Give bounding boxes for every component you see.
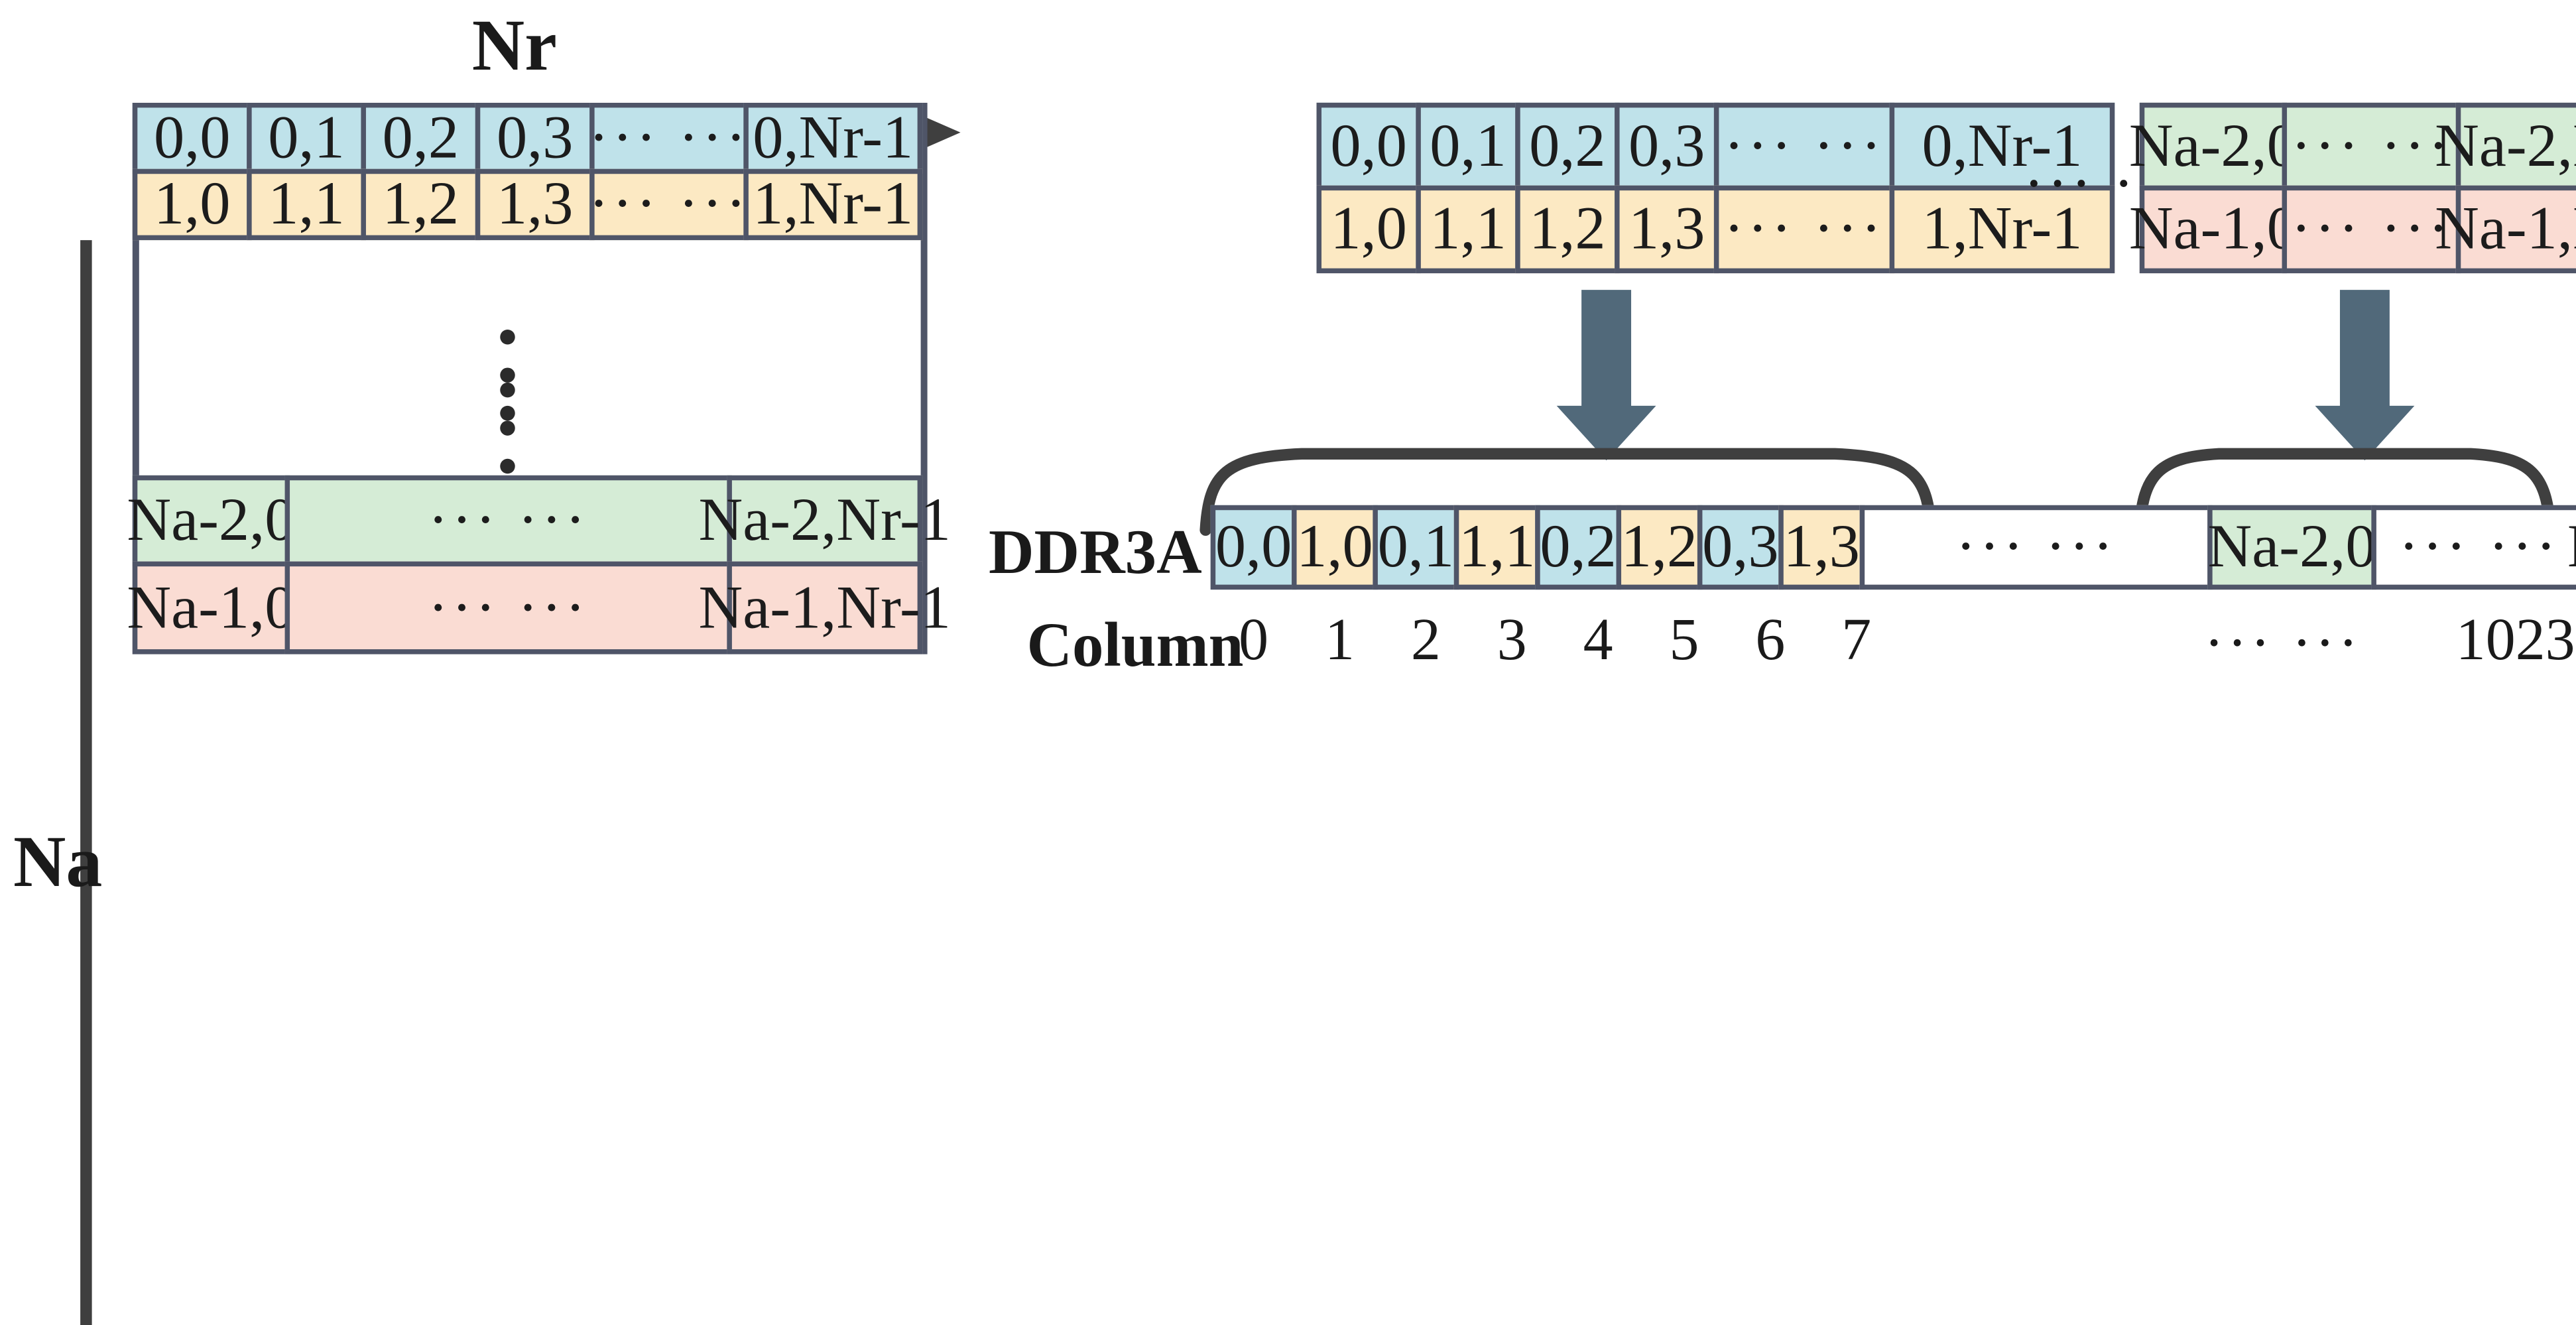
right-block-first-row: 0,0 0,1 0,2 0,3 ··· ··· 0,Nr-1 (1316, 102, 2115, 191)
ddr-cell: 0,0 (1210, 505, 1297, 590)
block-cell: 1,1 (1416, 185, 1520, 274)
ddr-cell: 0,3 (1697, 505, 1784, 590)
matrix-cell-ellipsis: ··· ··· (589, 168, 749, 241)
ddr-cell: Na-2,0 (2207, 505, 2376, 590)
column-number: 6 (1755, 606, 1786, 672)
block-cell: Na-1,0 (2129, 185, 2298, 274)
block-cell: Na-2,Nr-1 (2435, 102, 2576, 191)
brace-right (2134, 448, 2556, 536)
column-number: 5 (1669, 606, 1699, 672)
right-block-first-row: 1,0 1,1 1,2 1,3 ··· ··· 1,Nr-1 (1316, 185, 2115, 274)
matrix-cell: 0,Nr-1 (743, 102, 923, 174)
block-cell: 1,Nr-1 (1889, 185, 2115, 274)
ddr-cell: 1,3 (1778, 505, 1865, 590)
block-cell: 0,1 (1416, 102, 1520, 191)
block-cell: 1,0 (1316, 185, 1421, 274)
column-number: 4 (1583, 606, 1613, 672)
down-arrow-left-icon (1556, 290, 1656, 461)
matrix-cell: 1,1 (247, 168, 366, 241)
block-cell: 0,3 (1615, 102, 1719, 191)
matrix-cell: Na-2,Nr-1 (699, 475, 951, 567)
column-number: 1 (1325, 606, 1355, 672)
matrix-cell: Na-1,0 (127, 561, 295, 655)
right-block-last-row: Na-1,0 ··· ··· Na-1,Nr-1 (2129, 185, 2576, 274)
block-cell: Na-1,Nr-1 (2435, 185, 2576, 274)
block-cell-ellipsis: ··· ··· (2282, 102, 2461, 191)
matrix-cell: Na-2,0 (127, 475, 295, 567)
ddr-cell: 1,0 (1292, 505, 1378, 590)
matrix-cell: Na-1,Nr-1 (699, 561, 951, 655)
nr-axis-label: Nr (471, 5, 557, 86)
column-label: Column (1026, 611, 1244, 681)
ddr-cell: 1,1 (1453, 505, 1540, 590)
ddr-cell-ellipsis: ··· ··· (1859, 505, 2213, 590)
na-axis-label: Na (13, 821, 103, 903)
ddr-cell-ellipsis: ··· ··· (2371, 505, 2576, 590)
matrix-cell: 1,Nr-1 (743, 168, 923, 241)
vertical-ellipsis (490, 325, 523, 424)
column-number-ellipsis: ··· ··· (2204, 609, 2362, 676)
block-cell-ellipsis: ··· ··· (2282, 185, 2461, 274)
left-matrix-row: 0,0 0,1 0,2 0,3 ··· ··· 0,Nr-1 (132, 102, 923, 174)
block-cell: 1,3 (1615, 185, 1719, 274)
brace-left (1199, 448, 1937, 536)
left-matrix-row: Na-1,0 ··· ··· Na-1,Nr-1 (127, 561, 951, 655)
block-cell-ellipsis: ··· ··· (1713, 102, 1895, 191)
block-cell: 0,2 (1515, 102, 1620, 191)
matrix-cell-ellipsis: ··· ··· (284, 561, 732, 655)
block-cell: 0,0 (1316, 102, 1421, 191)
column-number: 1023 (2455, 606, 2575, 672)
left-matrix-row: 1,0 1,1 1,2 1,3 ··· ··· 1,Nr-1 (132, 168, 923, 241)
matrix-cell: 0,3 (475, 102, 595, 174)
right-block-last-row: Na-2,0 ··· ··· Na-2,Nr-1 (2129, 102, 2576, 191)
matrix-cell: 1,3 (475, 168, 595, 241)
matrix-cell-ellipsis: ··· ··· (284, 475, 732, 567)
matrix-cell: 1,0 (132, 168, 252, 241)
ddr-cell: 1,2 (1616, 505, 1703, 590)
block-cell-ellipsis: ··· ··· (1713, 185, 1895, 274)
matrix-cell: 0,0 (132, 102, 252, 174)
left-matrix-row: Na-2,0 ··· ··· Na-2,Nr-1 (127, 475, 951, 567)
column-number: 7 (1841, 606, 1872, 672)
vertical-ellipsis (490, 377, 523, 477)
block-cell: Na-2,0 (2129, 102, 2298, 191)
column-number: 0 (1239, 606, 1269, 672)
matrix-cell: 1,2 (361, 168, 481, 241)
ddr-cell: 0,1 (1373, 505, 1459, 590)
ddr-cell: 0,2 (1535, 505, 1622, 590)
column-number: 3 (1497, 606, 1527, 672)
block-cell: 1,2 (1515, 185, 1620, 274)
ddr3a-row-strip: 0,0 1,0 0,1 1,1 0,2 1,2 0,3 1,3 ··· ··· … (1210, 505, 2576, 590)
matrix-cell: 0,1 (247, 102, 366, 174)
matrix-cell-ellipsis: ··· ··· (589, 102, 749, 174)
column-number: 2 (1410, 606, 1441, 672)
down-arrow-right-icon (2315, 290, 2415, 461)
matrix-cell: 0,2 (361, 102, 481, 174)
